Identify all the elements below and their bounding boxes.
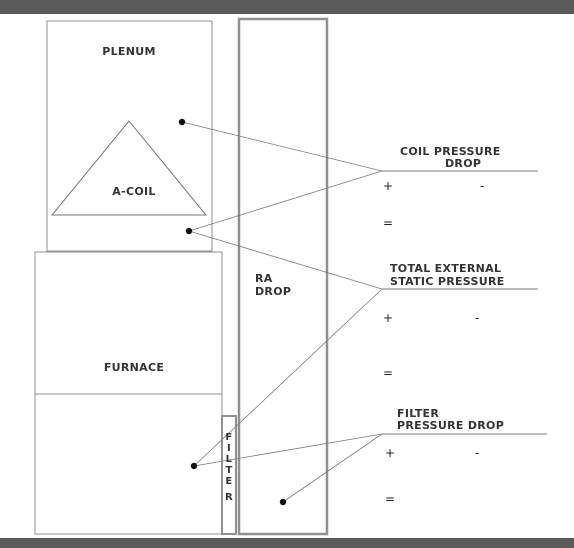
ra-drop-label: DROP	[255, 285, 291, 298]
tube-line	[188, 170, 383, 232]
filter-title: FILTER	[397, 407, 439, 420]
total-equals: =	[383, 366, 393, 380]
tube-line	[193, 288, 383, 467]
acoil-triangle	[50, 120, 208, 216]
filter-letter: R	[225, 492, 233, 503]
filter-title-2: PRESSURE DROP	[397, 419, 504, 432]
tube-line	[193, 433, 383, 467]
probe-point	[279, 498, 287, 506]
return-air-duct	[237, 17, 329, 536]
total-title: TOTAL EXTERNAL	[390, 262, 501, 275]
coil-minus: -	[480, 179, 484, 193]
filter-letter: F	[225, 432, 232, 443]
filter-slot	[221, 415, 237, 535]
coil-plus: +	[383, 179, 393, 193]
tube-line	[188, 230, 383, 290]
tube-line	[282, 433, 383, 503]
filter-plus: +	[385, 446, 395, 460]
total-minus: -	[475, 311, 479, 325]
coil-title: COIL PRESSURE	[400, 145, 501, 158]
filter-letter: I	[227, 443, 231, 454]
ra-label: RA	[255, 272, 273, 285]
filter-equals: =	[385, 492, 395, 506]
coil-title-2: DROP	[445, 157, 481, 170]
tube-line	[181, 121, 383, 172]
filter-letter: E	[225, 476, 232, 487]
furnace-box	[34, 251, 223, 535]
coil-equals: =	[383, 216, 393, 230]
filter-minus: -	[475, 446, 479, 460]
top-bar	[0, 0, 574, 14]
plenum-box	[46, 20, 213, 252]
filter-letter: T	[225, 465, 232, 476]
total-title-2: STATIC PRESSURE	[390, 275, 505, 288]
acoil-label: A-COIL	[112, 185, 155, 198]
total-plus: +	[383, 311, 393, 325]
probe-point	[185, 227, 193, 235]
furnace-label: FURNACE	[104, 361, 164, 374]
probe-point	[190, 462, 198, 470]
plenum-label: PLENUM	[102, 45, 155, 58]
probe-point	[178, 118, 186, 126]
filter-letter: L	[226, 454, 233, 465]
bottom-bar	[0, 538, 574, 548]
